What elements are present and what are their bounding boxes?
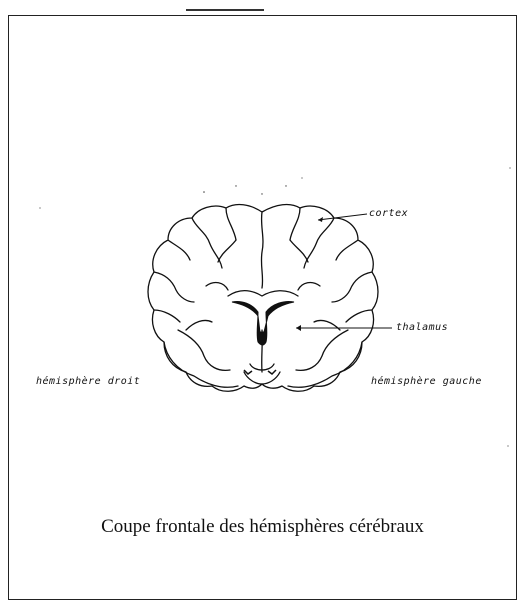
lateral-ventricles: [232, 301, 294, 345]
cortex-label: cortex: [369, 208, 408, 219]
right-hemisphere-label: hémisphère gauche: [371, 376, 482, 387]
longitudinal-fissure: [261, 212, 263, 288]
left-hemisphere-label: hémisphère droit: [36, 376, 140, 387]
figure-caption: Coupe frontale des hémisphères cérébraux: [0, 516, 525, 538]
thalamus-label: thalamus: [396, 322, 448, 333]
corpus-callosum: [228, 291, 298, 296]
